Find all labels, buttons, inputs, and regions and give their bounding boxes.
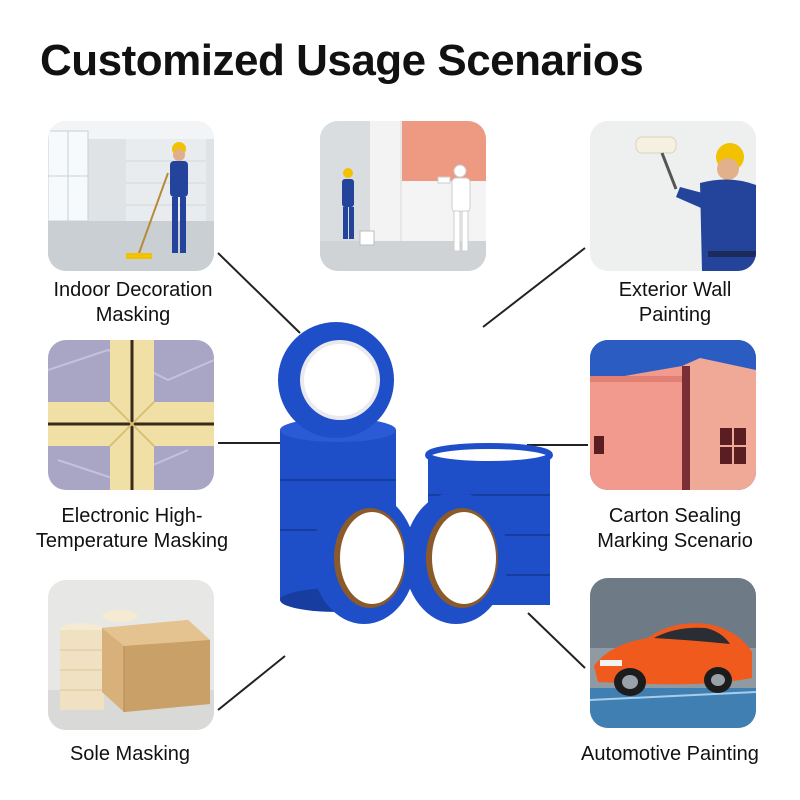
orange-sports-car-photo (590, 578, 756, 728)
tape-rolls-and-box-photo (48, 580, 214, 730)
exterior-wall-label: Exterior Wall Painting (618, 279, 732, 326)
sole-masking-label: Sole Masking (69, 743, 191, 765)
page-title: Customized Usage Scenarios (40, 36, 644, 85)
automotive-painting-label: Automotive Painting (581, 743, 759, 765)
pink-building-photo (590, 340, 756, 490)
indoor-decoration-label: Indoor Decoration Masking (53, 279, 213, 326)
worker-roller-painting-photo (590, 121, 756, 271)
blue-masking-tape-rolls (278, 322, 553, 624)
electronic-masking-label: Electronic High- Temperature Masking (35, 505, 229, 552)
carton-sealing-label: Carton Sealing Marking Scenario (597, 505, 753, 552)
workers-painting-walls-photo (320, 121, 486, 271)
yellow-tape-cross-photo (48, 340, 214, 490)
worker-mopping-floor-photo (48, 121, 214, 271)
